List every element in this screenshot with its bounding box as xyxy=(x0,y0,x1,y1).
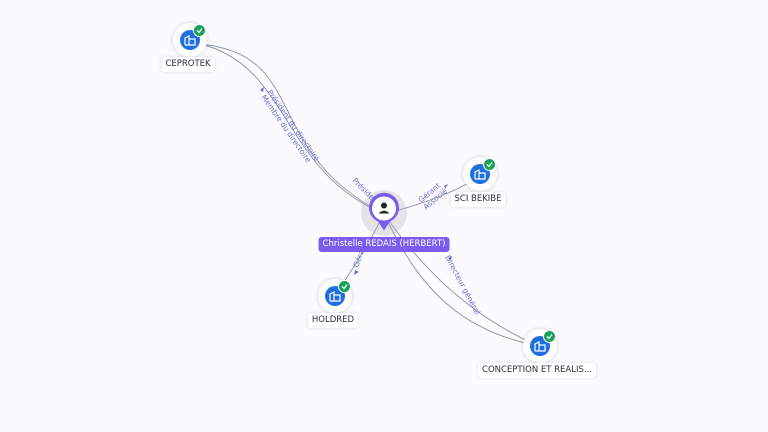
edge-label-conception: Directeur général xyxy=(443,254,482,316)
verified-check-icon xyxy=(193,24,206,37)
person-icon xyxy=(369,192,399,231)
person-label[interactable]: Christelle REDAIS (HERBERT) xyxy=(318,237,450,252)
arrow-holdred xyxy=(354,270,359,275)
edge-ceprotek-2 xyxy=(199,43,385,215)
person-node[interactable] xyxy=(367,192,401,237)
edge-label-ceprotek-bottom: Membre du directoire xyxy=(259,93,313,165)
company-label-conception[interactable]: CONCEPTION ET REALIS... xyxy=(478,363,596,378)
company-label-ceprotek[interactable]: CEPROTEK xyxy=(161,57,215,72)
arrow-conception xyxy=(448,256,452,261)
company-node-ceprotek[interactable] xyxy=(173,23,207,57)
company-node-sci-bekibe[interactable] xyxy=(463,157,497,191)
company-node-conception[interactable] xyxy=(523,329,557,363)
edge-ceprotek-1 xyxy=(199,43,385,215)
arrow-sci xyxy=(444,184,448,189)
verified-check-icon xyxy=(338,280,351,293)
company-label-sci-bekibe[interactable]: SCI BEKIBE xyxy=(450,192,506,207)
verified-check-icon xyxy=(543,330,556,343)
verified-check-icon xyxy=(483,158,496,171)
edge-label-ceprotek-top: Président du directoire xyxy=(265,88,321,163)
company-node-holdred[interactable] xyxy=(318,279,352,313)
arrow-ceprotek xyxy=(260,87,264,92)
company-label-holdred[interactable]: HOLDRED xyxy=(307,313,359,328)
